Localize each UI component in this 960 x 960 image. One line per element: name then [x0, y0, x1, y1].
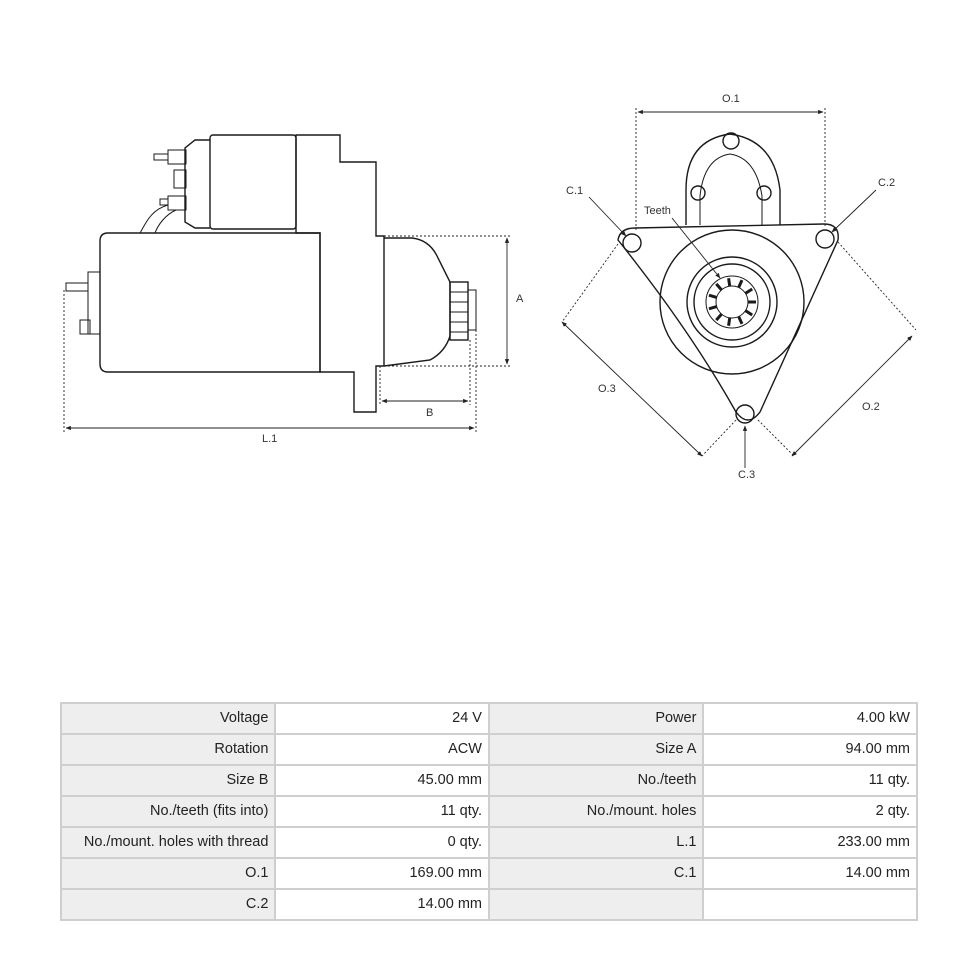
spec-value: 11 qty.: [276, 797, 488, 826]
gear-tooth: [708, 305, 718, 311]
pinion: [449, 281, 469, 341]
spec-value: 233.00 mm: [704, 828, 916, 857]
spec-value: ACW: [276, 735, 488, 764]
table-row: No./teeth (fits into)11 qty.No./mount. h…: [62, 797, 916, 826]
drive-housing: [295, 134, 385, 413]
spec-label: Size A: [489, 735, 703, 764]
spec-label: Rotation: [62, 735, 275, 764]
spec-label: C.2: [62, 890, 275, 919]
motor-face: [659, 229, 805, 375]
gear-tooth: [708, 293, 718, 299]
pinion-gear: [705, 275, 759, 329]
top-hole: [722, 132, 740, 150]
top-bracket: [685, 133, 781, 225]
motor-housing: [99, 232, 321, 373]
spec-label: No./mount. holes: [489, 797, 703, 826]
label-o3: O.3: [598, 383, 616, 395]
gear-tooth: [715, 282, 723, 291]
front-view: O.1 O.2 O.3 C.1 C.2 C.3 Teeth: [561, 93, 917, 481]
label-teeth: Teeth: [644, 205, 671, 217]
spec-label: [489, 890, 703, 919]
spec-value: 24 V: [276, 704, 488, 733]
spec-value: 14.00 mm: [704, 859, 916, 888]
label-c1: C.1: [566, 185, 583, 197]
label-a: A: [516, 293, 524, 305]
solenoid-body: [209, 134, 297, 230]
spec-label: L.1: [489, 828, 703, 857]
spec-value: 94.00 mm: [704, 735, 916, 764]
spec-label: C.1: [489, 859, 703, 888]
gear-tooth: [737, 315, 744, 325]
spec-label: Power: [489, 704, 703, 733]
solenoid-cap: [184, 139, 210, 229]
label-b: B: [426, 407, 433, 419]
gear-tooth: [727, 278, 732, 287]
hole-c3: [735, 404, 755, 424]
gear-tooth: [715, 313, 723, 322]
label-l1: L.1: [262, 433, 277, 445]
gear-tooth: [744, 309, 754, 317]
spec-value: 45.00 mm: [276, 766, 488, 795]
spec-value: 4.00 kW: [704, 704, 916, 733]
spec-label: O.1: [62, 859, 275, 888]
terminal-bottom: [167, 195, 187, 211]
label-c3: C.3: [738, 469, 755, 481]
spec-label: Size B: [62, 766, 275, 795]
spec-value: 2 qty.: [704, 797, 916, 826]
label-o1: O.1: [722, 93, 740, 105]
hole-c2: [815, 229, 835, 249]
gear-tooth: [727, 317, 732, 326]
label-c2: C.2: [878, 177, 895, 189]
spec-label: No./teeth (fits into): [62, 797, 275, 826]
starter-motor-drawing: A B L.1 O.1: [63, 93, 917, 481]
spec-value: 0 qty.: [276, 828, 488, 857]
drive-nose: [383, 237, 451, 367]
spec-label: No./teeth: [489, 766, 703, 795]
spec-label: No./mount. holes with thread: [62, 828, 275, 857]
spec-value: [704, 890, 916, 919]
terminal-top: [167, 149, 187, 165]
gear-tooth: [737, 279, 744, 289]
spec-value: 14.00 mm: [276, 890, 488, 919]
spec-value: 11 qty.: [704, 766, 916, 795]
spec-value: 169.00 mm: [276, 859, 488, 888]
gear-tooth: [744, 287, 754, 295]
gear-teeth: [708, 278, 756, 326]
spec-label: Voltage: [62, 704, 275, 733]
label-o2: O.2: [862, 401, 880, 413]
side-view: A B L.1: [63, 134, 524, 445]
hole-c1: [622, 233, 642, 253]
